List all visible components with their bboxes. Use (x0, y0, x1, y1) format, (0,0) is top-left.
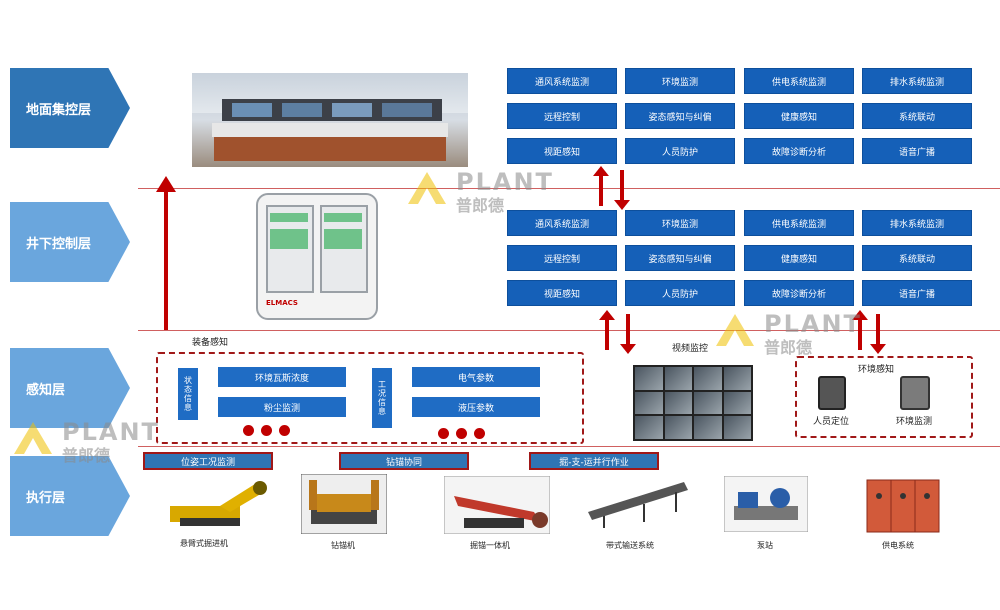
environment-perception-box (795, 356, 973, 438)
watermark: PLANT 普郎德 (10, 418, 158, 465)
belt-conveyor-image (588, 482, 688, 528)
env-device-label: 人员定位 (813, 417, 850, 427)
equipment-perception-title: 装备感知 (192, 338, 229, 348)
watermark-brand: PLANT (456, 168, 554, 196)
plant-logo-icon (14, 422, 52, 454)
ellipsis-dot (243, 425, 254, 436)
watermark-brand: PLANT (764, 310, 862, 338)
condition-info-label: 工况信息 (372, 368, 392, 428)
grid-cell: 供电系统监测 (744, 68, 854, 94)
power-supply-image (866, 479, 940, 533)
grid-cell: 远程控制 (507, 245, 617, 271)
machine-caption: 钻锚机 (331, 541, 355, 550)
watermark: PLANT 普郎德 (404, 168, 552, 215)
layer-label: 地面集控层 (26, 102, 92, 118)
ellipsis-dot (261, 425, 272, 436)
watermark-cn: 普郎德 (764, 338, 813, 357)
divider-line (138, 188, 1000, 189)
equipment-perception-box (156, 352, 584, 444)
grid-cell: 故障诊断分析 (744, 280, 854, 306)
grid-cell: 视距感知 (507, 138, 617, 164)
layer-label: 感知层 (26, 382, 66, 398)
video-monitor-title: 视频监控 (672, 344, 709, 354)
ellipsis-dot (438, 428, 449, 439)
bidirectional-arrow-icon (599, 310, 636, 354)
grid-cell: 视距感知 (507, 280, 617, 306)
watermark-cn: 普郎德 (62, 446, 111, 465)
video-monitor-wall (633, 365, 753, 441)
condition-item: 电气参数 (412, 367, 540, 387)
grid-cell: 系统联动 (862, 103, 972, 129)
grid-cell: 远程控制 (507, 103, 617, 129)
plant-logo-icon (408, 172, 446, 204)
layer-label: 执行层 (26, 490, 66, 506)
bidirectional-arrow-icon (852, 310, 886, 354)
personnel-locator-device (818, 376, 846, 410)
roadheader-image (170, 481, 267, 526)
watermark-brand: PLANT (62, 418, 160, 446)
grid-cell: 语音广播 (862, 138, 972, 164)
execution-tag: 钻锚协同 (339, 452, 469, 470)
grid-cell: 排水系统监测 (862, 210, 972, 236)
ellipsis-dot (474, 428, 485, 439)
grid-cell: 环境监测 (625, 210, 735, 236)
grid-cell: 供电系统监测 (744, 210, 854, 236)
status-item: 环境瓦斯浓度 (218, 367, 346, 387)
grid-cell: 环境监测 (625, 68, 735, 94)
grid-cell: 姿态感知与纠偏 (625, 103, 735, 129)
environment-monitor-device (900, 376, 930, 410)
divider-line (138, 446, 1000, 447)
condition-item: 液压参数 (412, 397, 540, 417)
machine-caption: 掘锚一体机 (470, 541, 510, 550)
grid-cell: 人员防护 (625, 280, 735, 306)
status-info-label: 状态信息 (178, 368, 198, 420)
ellipsis-dot (456, 428, 467, 439)
pump-station-image (724, 476, 808, 532)
grid-cell: 姿态感知与纠偏 (625, 245, 735, 271)
divider-line (138, 330, 1000, 331)
layer-underground-control: 井下控制层 (10, 202, 130, 282)
drill-anchor-machine-image (301, 474, 387, 534)
layer-perception: 感知层 (10, 348, 130, 428)
layer-label: 井下控制层 (26, 236, 92, 252)
grid-cell: 健康感知 (744, 103, 854, 129)
control-room-photo (192, 73, 468, 167)
grid-cell: 排水系统监测 (862, 68, 972, 94)
grid-cell: 故障诊断分析 (744, 138, 854, 164)
grid-cell: 健康感知 (744, 245, 854, 271)
cabinet-brand: ELMACS (266, 299, 298, 307)
execution-tag: 位姿工况监测 (143, 452, 273, 470)
execution-tag: 掘-支-运并行作业 (529, 452, 659, 470)
up-arrow-icon (156, 176, 176, 192)
watermark-cn: 普郎德 (456, 196, 505, 215)
grid-cell: 通风系统监测 (507, 210, 617, 236)
watermark: PLANT 普郎德 (712, 310, 860, 357)
machine-caption: 悬臂式掘进机 (180, 539, 228, 548)
grid-cell: 通风系统监测 (507, 68, 617, 94)
bolter-miner-image (444, 476, 550, 534)
machine-caption: 供电系统 (882, 541, 914, 550)
layer-execution: 执行层 (10, 456, 130, 536)
grid-cell: 语音广播 (862, 280, 972, 306)
environment-perception-title: 环境感知 (858, 365, 895, 375)
machine-caption: 泵站 (757, 541, 773, 550)
bidirectional-arrow-icon (593, 166, 630, 210)
upward-arrow-shaft (164, 188, 168, 330)
ellipsis-dot (279, 425, 290, 436)
machine-caption: 带式输送系统 (606, 541, 654, 550)
layer-ground-control: 地面集控层 (10, 68, 130, 148)
grid-cell: 系统联动 (862, 245, 972, 271)
plant-logo-icon (716, 314, 754, 346)
grid-cell: 人员防护 (625, 138, 735, 164)
env-device-label: 环境监测 (896, 417, 933, 427)
control-cabinet: ELMACS (256, 193, 378, 320)
status-item: 粉尘监测 (218, 397, 346, 417)
